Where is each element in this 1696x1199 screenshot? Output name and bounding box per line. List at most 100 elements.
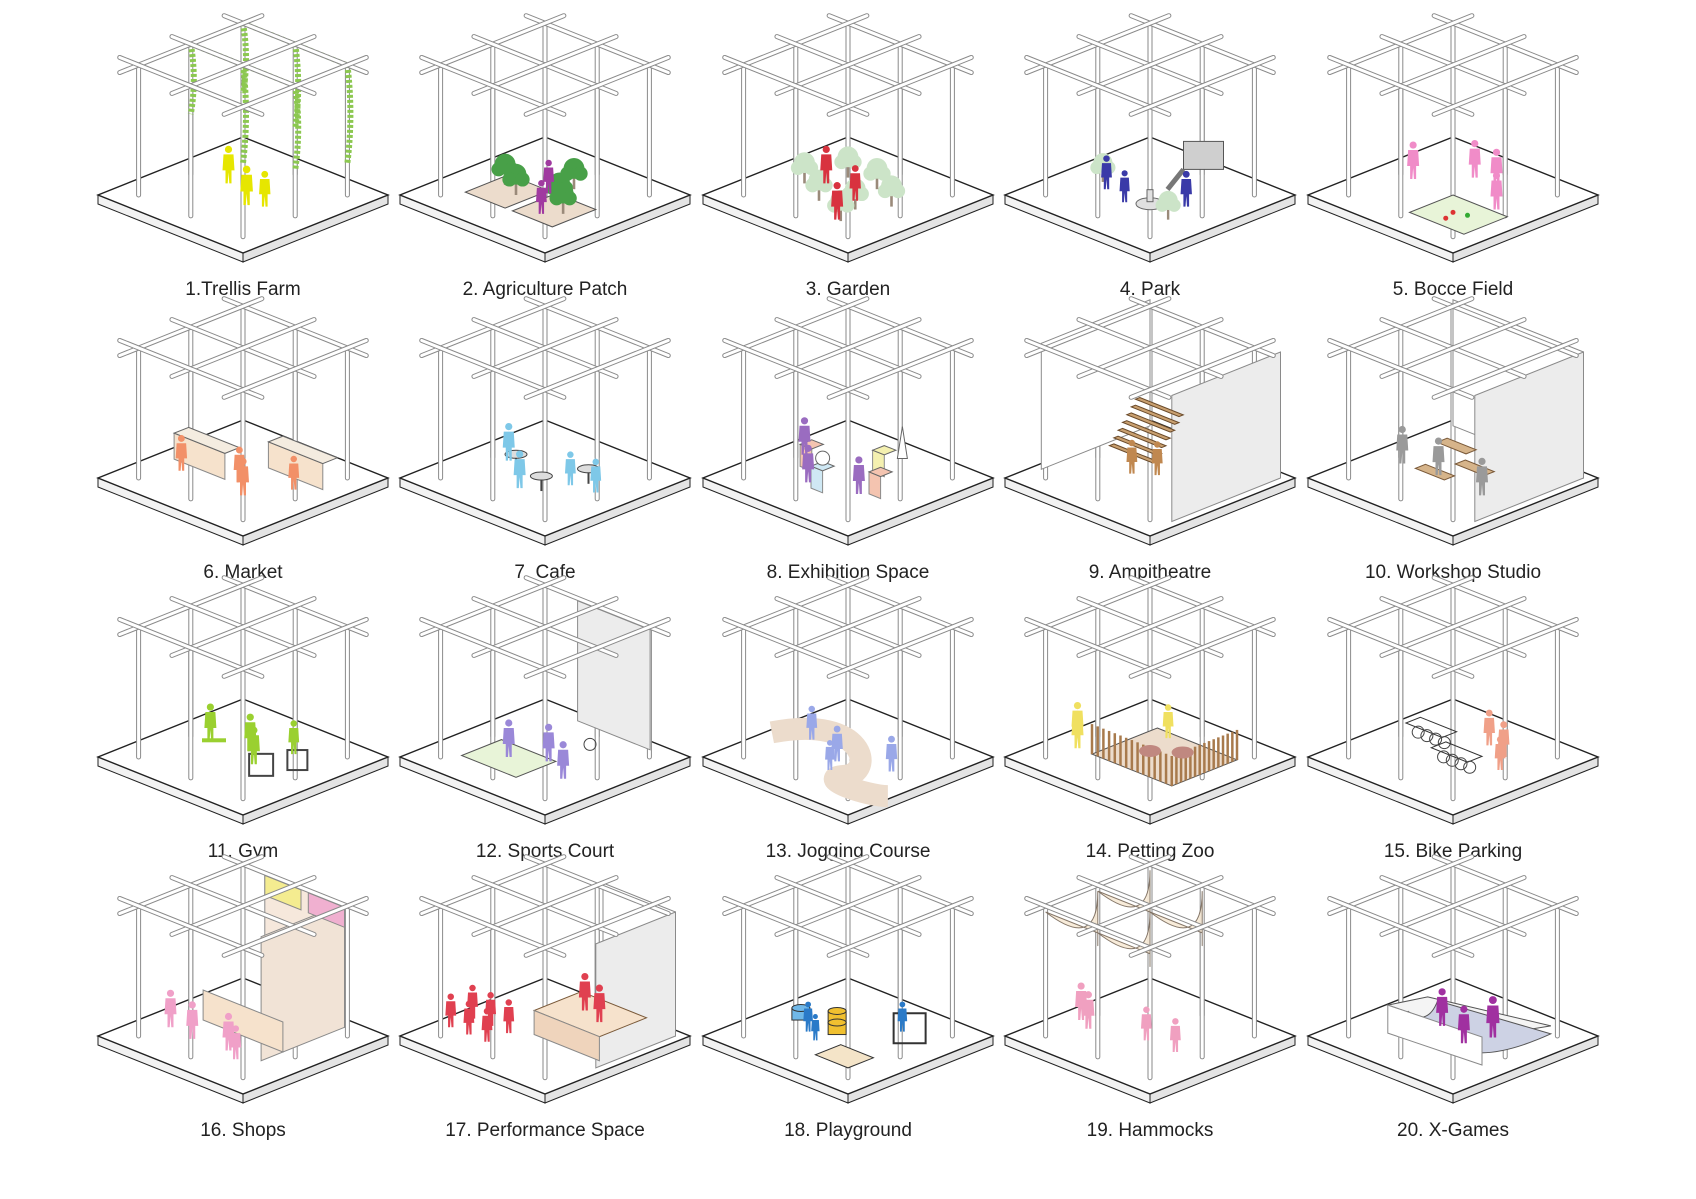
visitor-figure — [802, 444, 815, 483]
program-panel: 2. Agriculture Patch — [398, 13, 692, 300]
panel-caption: 16. Shops — [200, 1120, 286, 1141]
pergola-beams — [419, 296, 671, 400]
visitor-figure — [849, 165, 861, 201]
pergola-posts — [1346, 20, 1560, 240]
garden-program-contents — [790, 145, 906, 222]
panel-caption: 5. Bocce Field — [1393, 279, 1513, 300]
play-structure — [1183, 140, 1224, 170]
athlete-figure — [247, 726, 260, 765]
cafe-program-contents — [502, 423, 602, 493]
panel-caption: 15. Bike Parking — [1384, 841, 1522, 862]
program-panel: 3. Garden — [701, 13, 995, 300]
stage-front — [533, 1009, 600, 1062]
audience-figure — [1126, 439, 1138, 474]
sculpture-sphere — [815, 450, 831, 466]
market-stall-top — [172, 426, 241, 454]
program-panel: 14. Petting Zoo — [1003, 575, 1297, 862]
runner-figure — [885, 735, 898, 772]
visitor-figure — [1071, 710, 1084, 749]
sculpture-obelisk — [896, 426, 908, 460]
panel-caption: 9. Ampitheatre — [1089, 562, 1212, 583]
seating-step — [1121, 420, 1172, 441]
farm-animal — [1171, 746, 1194, 759]
garden-tree — [863, 158, 891, 190]
seating-step — [1125, 412, 1177, 433]
cafe-table — [529, 471, 553, 481]
panel-caption: 12. Sports Court — [476, 841, 615, 862]
shopper-figure — [230, 1025, 242, 1060]
player-figure — [557, 741, 570, 779]
panel-caption: 17. Performance Space — [445, 1120, 645, 1141]
skater-figure — [1457, 1005, 1470, 1044]
player-figure — [1490, 171, 1503, 210]
visitor-figure — [852, 456, 865, 494]
player-figure — [1468, 140, 1481, 178]
market-program-contents — [172, 426, 339, 496]
visitor-figure — [820, 145, 833, 184]
panel-caption: 13. Jogging Course — [766, 841, 931, 862]
gym-program-contents — [202, 703, 309, 777]
bicycle-wheel — [1420, 729, 1434, 743]
xgames-program-contents — [1385, 988, 1553, 1066]
pergola-posts — [741, 582, 955, 802]
park-visitor-figure — [1101, 155, 1112, 190]
skater-figure — [1436, 988, 1449, 1026]
panel-caption: 20. X-Games — [1397, 1120, 1509, 1141]
diner-figure — [564, 451, 576, 486]
program-panel: 19. Hammocks — [1003, 854, 1297, 1141]
audience-figure — [503, 999, 515, 1034]
farm-animal — [1139, 745, 1161, 757]
lounger-figure — [1082, 991, 1095, 1029]
amphitheatre-wall — [1171, 351, 1281, 523]
panel-caption: 6. Market — [203, 562, 283, 583]
pergola-beams — [1024, 13, 1276, 117]
panel-caption: 10. Workshop Studio — [1365, 562, 1541, 583]
cyclist-figure — [1494, 736, 1506, 771]
bike-rack — [1429, 741, 1484, 763]
panel-caption: 1.Trellis Farm — [185, 279, 300, 300]
panel-caption: 19. Hammocks — [1087, 1120, 1214, 1141]
garden-tree — [834, 146, 862, 178]
crop-plant — [560, 158, 588, 190]
player-figure — [502, 719, 515, 757]
seating-step — [1129, 404, 1181, 425]
program-panel: 15. Bike Parking — [1306, 575, 1600, 862]
program-panel: 1.Trellis Farm — [96, 13, 390, 300]
diner-figure — [513, 450, 526, 489]
pergola-beams — [117, 854, 369, 958]
panel-caption: 8. Exhibition Space — [767, 562, 930, 583]
jogging-program-contents — [769, 705, 898, 808]
maker-figure — [1396, 425, 1409, 464]
program-panel: 17. Performance Space — [398, 854, 692, 1141]
panel-caption: 11. Gym — [208, 841, 278, 862]
panel-caption: 18. Playground — [784, 1120, 912, 1141]
runner-figure — [831, 725, 843, 762]
diner-figure — [590, 458, 602, 493]
program-panel: 4. Park — [1003, 13, 1297, 300]
market-stall-top — [267, 435, 339, 465]
pergola-posts — [1043, 20, 1257, 240]
pergola-beams — [722, 296, 974, 400]
agriculture-program-contents — [463, 153, 598, 228]
bocce-ball — [1450, 209, 1456, 215]
visitor-figure — [1162, 704, 1174, 739]
hammock — [1045, 891, 1099, 947]
program-panel: 20. X-Games — [1306, 854, 1600, 1141]
fitness-machine — [286, 749, 309, 772]
vine — [292, 85, 302, 171]
exhibit-plinth-top — [809, 460, 836, 472]
vine — [187, 43, 197, 115]
program-panel: 18. Playground — [701, 854, 995, 1141]
visitor-figure — [831, 182, 844, 220]
program-panel: 13. Jogging Course — [701, 575, 995, 862]
pergola-beams — [1327, 296, 1579, 400]
shop-counter — [202, 989, 284, 1053]
child-figure — [811, 1014, 820, 1041]
pergola-beams — [722, 854, 974, 958]
program-panel: 7. Cafe — [398, 296, 692, 583]
cyclist-figure — [1483, 709, 1495, 746]
performance-program-contents — [445, 882, 676, 1069]
pergola-beams — [1024, 575, 1276, 679]
